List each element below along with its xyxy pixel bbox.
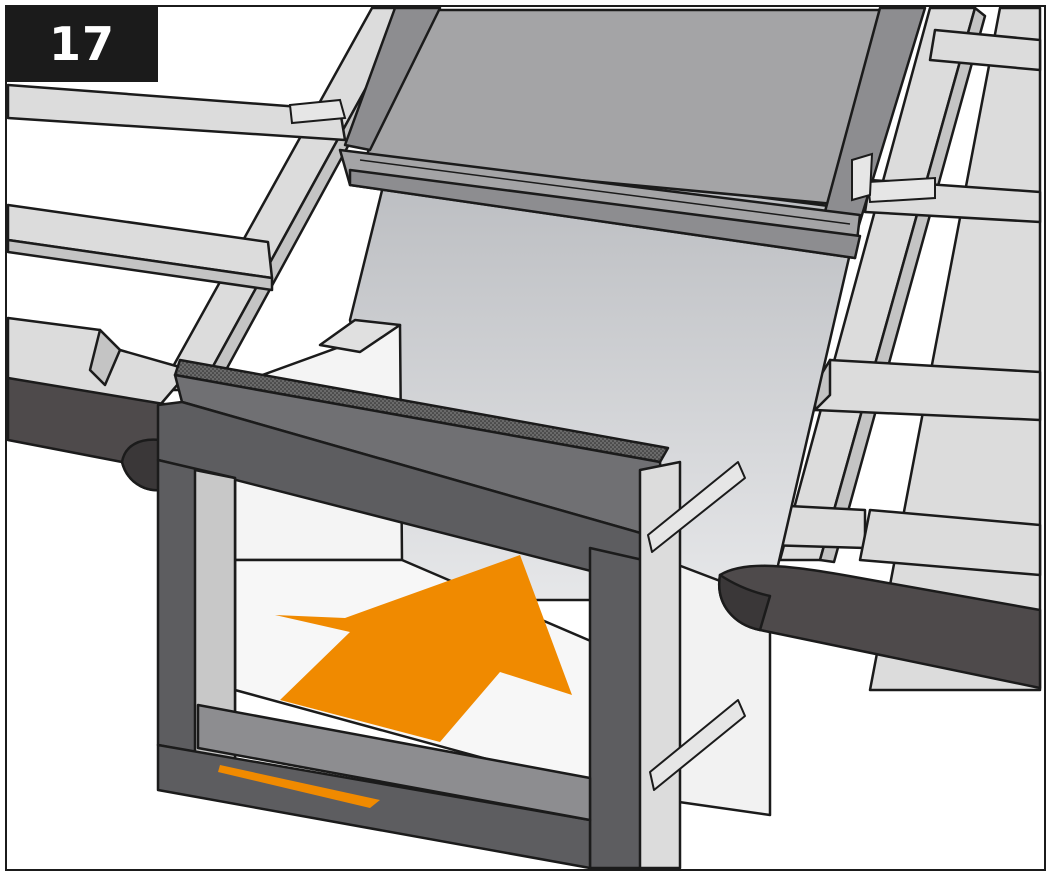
left-lining-top	[318, 318, 402, 354]
fixing-bracket-icon	[647, 461, 746, 553]
roof-window-frame-groove	[359, 159, 851, 225]
roof-window	[338, 6, 927, 260]
roof-window-left-frame	[343, 6, 442, 152]
fixing-bracket-icon	[851, 152, 874, 202]
batten-right-1	[928, 28, 1042, 72]
batten-right-3	[813, 358, 1042, 422]
gutter-right-lip	[717, 573, 772, 632]
battens-left	[6, 83, 347, 407]
fixing-brackets-top	[288, 98, 936, 204]
flashing-bottom-inner	[196, 703, 592, 822]
batten-left-2-face	[6, 238, 274, 292]
battens-right	[763, 28, 1042, 577]
batten-left-1	[6, 83, 347, 142]
roof-window-bottom-frame-face	[348, 168, 862, 260]
batten-left-3-face	[88, 328, 122, 387]
direction-arrow-icon	[275, 555, 572, 742]
fixing-brackets-side	[647, 461, 746, 791]
fixing-bracket-icon	[649, 699, 746, 791]
direction-arrow-shadow	[218, 765, 380, 808]
fixing-bracket-icon	[288, 98, 347, 125]
step-number-badge: 17	[6, 6, 158, 82]
fixing-bracket-icon	[866, 176, 936, 204]
gutters	[6, 376, 1042, 690]
batten-right-5	[858, 508, 1042, 577]
